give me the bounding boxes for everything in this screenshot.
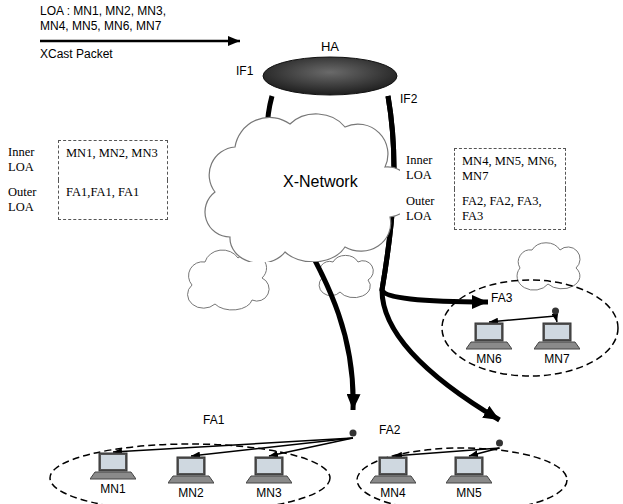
node-label: MN7 (534, 352, 580, 366)
cloud-shape (205, 114, 400, 262)
node-label: MN2 (168, 486, 214, 500)
laptop-icon (246, 456, 292, 484)
node-label: MN1 (90, 482, 136, 496)
laptop-display (101, 455, 125, 469)
laptop-screen (177, 457, 205, 475)
table-heading: Outer LOA (8, 180, 58, 220)
laptop-icon (466, 322, 512, 350)
laptop-display (381, 459, 405, 473)
laptop-base (90, 472, 136, 479)
mobile-node: MN6 (466, 322, 512, 366)
cell-region (442, 280, 618, 376)
mobile-node: MN3 (246, 456, 292, 500)
packet-label: XCast Packet (40, 47, 113, 62)
table-value: MN1, MN2, MN3 (58, 140, 168, 180)
router-ellipse (262, 56, 398, 96)
mobile-node: MN1 (90, 452, 136, 496)
laptop-display (179, 459, 203, 473)
delivery-arrow (489, 316, 556, 322)
antenna-dot (203, 428, 503, 438)
delivery-arrow (469, 448, 500, 456)
antenna-dot (496, 440, 503, 447)
antenna-dot (379, 438, 620, 448)
laptop-screen (99, 453, 127, 471)
laptop-screen (543, 323, 571, 341)
laptop-screen (255, 457, 283, 475)
small-cloud (517, 243, 580, 290)
packet-arrow (40, 40, 240, 43)
laptop-base (466, 342, 512, 349)
mobile-node: MN2 (168, 456, 214, 500)
cell-region (357, 448, 567, 504)
cell-region (50, 444, 330, 504)
laptop-icon (90, 452, 136, 480)
foreign-agent: FA2 (376, 420, 623, 448)
table-heading: Inner LOA (406, 148, 454, 189)
laptop-display (257, 459, 281, 473)
mobile-node: MN5 (446, 456, 492, 500)
home-agent: HA (262, 38, 398, 96)
packet-route-arrow (382, 96, 500, 420)
laptop-screen (455, 457, 483, 475)
laptop-icon (168, 456, 214, 484)
laptop-base (446, 476, 492, 483)
laptop-base (246, 476, 292, 483)
delivery-arrow (191, 438, 353, 456)
table-value: FA2, FA2, FA3, FA3 (454, 189, 566, 230)
laptop-display (477, 325, 501, 339)
agent-label: FA3 (491, 291, 620, 306)
interface-label: IF2 (400, 92, 417, 107)
node-label: MN3 (246, 486, 292, 500)
laptop-display (457, 459, 481, 473)
delivery-arrow (393, 448, 500, 456)
antenna-dot (552, 308, 559, 315)
laptop-screen (379, 457, 407, 475)
laptop-icon (370, 456, 416, 484)
foreign-agent: FA1 (200, 410, 506, 438)
laptop-icon (446, 456, 492, 484)
address-list: LOA : MN1, MN2, MN3, MN4, MN5, MN6, MN7 (40, 4, 190, 34)
table-heading: Inner LOA (8, 140, 58, 180)
laptop-base (168, 476, 214, 483)
table-heading: Outer LOA (406, 189, 454, 230)
agent-label: FA2 (379, 423, 620, 438)
agent-label: FA1 (203, 413, 503, 428)
delivery-arrow (556, 316, 558, 322)
network-cloud: X-Network (195, 102, 400, 262)
table-value: FA1,FA1, FA1 (58, 180, 168, 220)
loa-table: Inner LOAMN4, MN5, MN6, MN7Outer LOAFA2,… (406, 148, 566, 230)
laptop-display (545, 325, 569, 339)
foreign-agent: FA3 (488, 288, 623, 316)
antenna-dot (491, 306, 620, 316)
laptop-base (370, 476, 416, 483)
laptop-icon (534, 322, 580, 350)
mobile-node: MN4 (370, 456, 416, 500)
mobile-node: MN7 (534, 322, 580, 366)
node-label: MN5 (446, 486, 492, 500)
laptop-base (534, 342, 580, 349)
node-label: MN6 (466, 352, 512, 366)
loa-table: Inner LOAMN1, MN2, MN3Outer LOAFA1,FA1, … (8, 140, 168, 220)
table-value: MN4, MN5, MN6, MN7 (454, 148, 566, 189)
antenna-dot (350, 430, 357, 437)
node-label: HA (262, 38, 398, 56)
interface-label: IF1 (236, 64, 253, 79)
router-body (263, 57, 397, 95)
delivery-arrow (269, 438, 353, 456)
node-label: MN4 (370, 486, 416, 500)
laptop-screen (475, 323, 503, 341)
network-name: X-Network (283, 172, 358, 192)
